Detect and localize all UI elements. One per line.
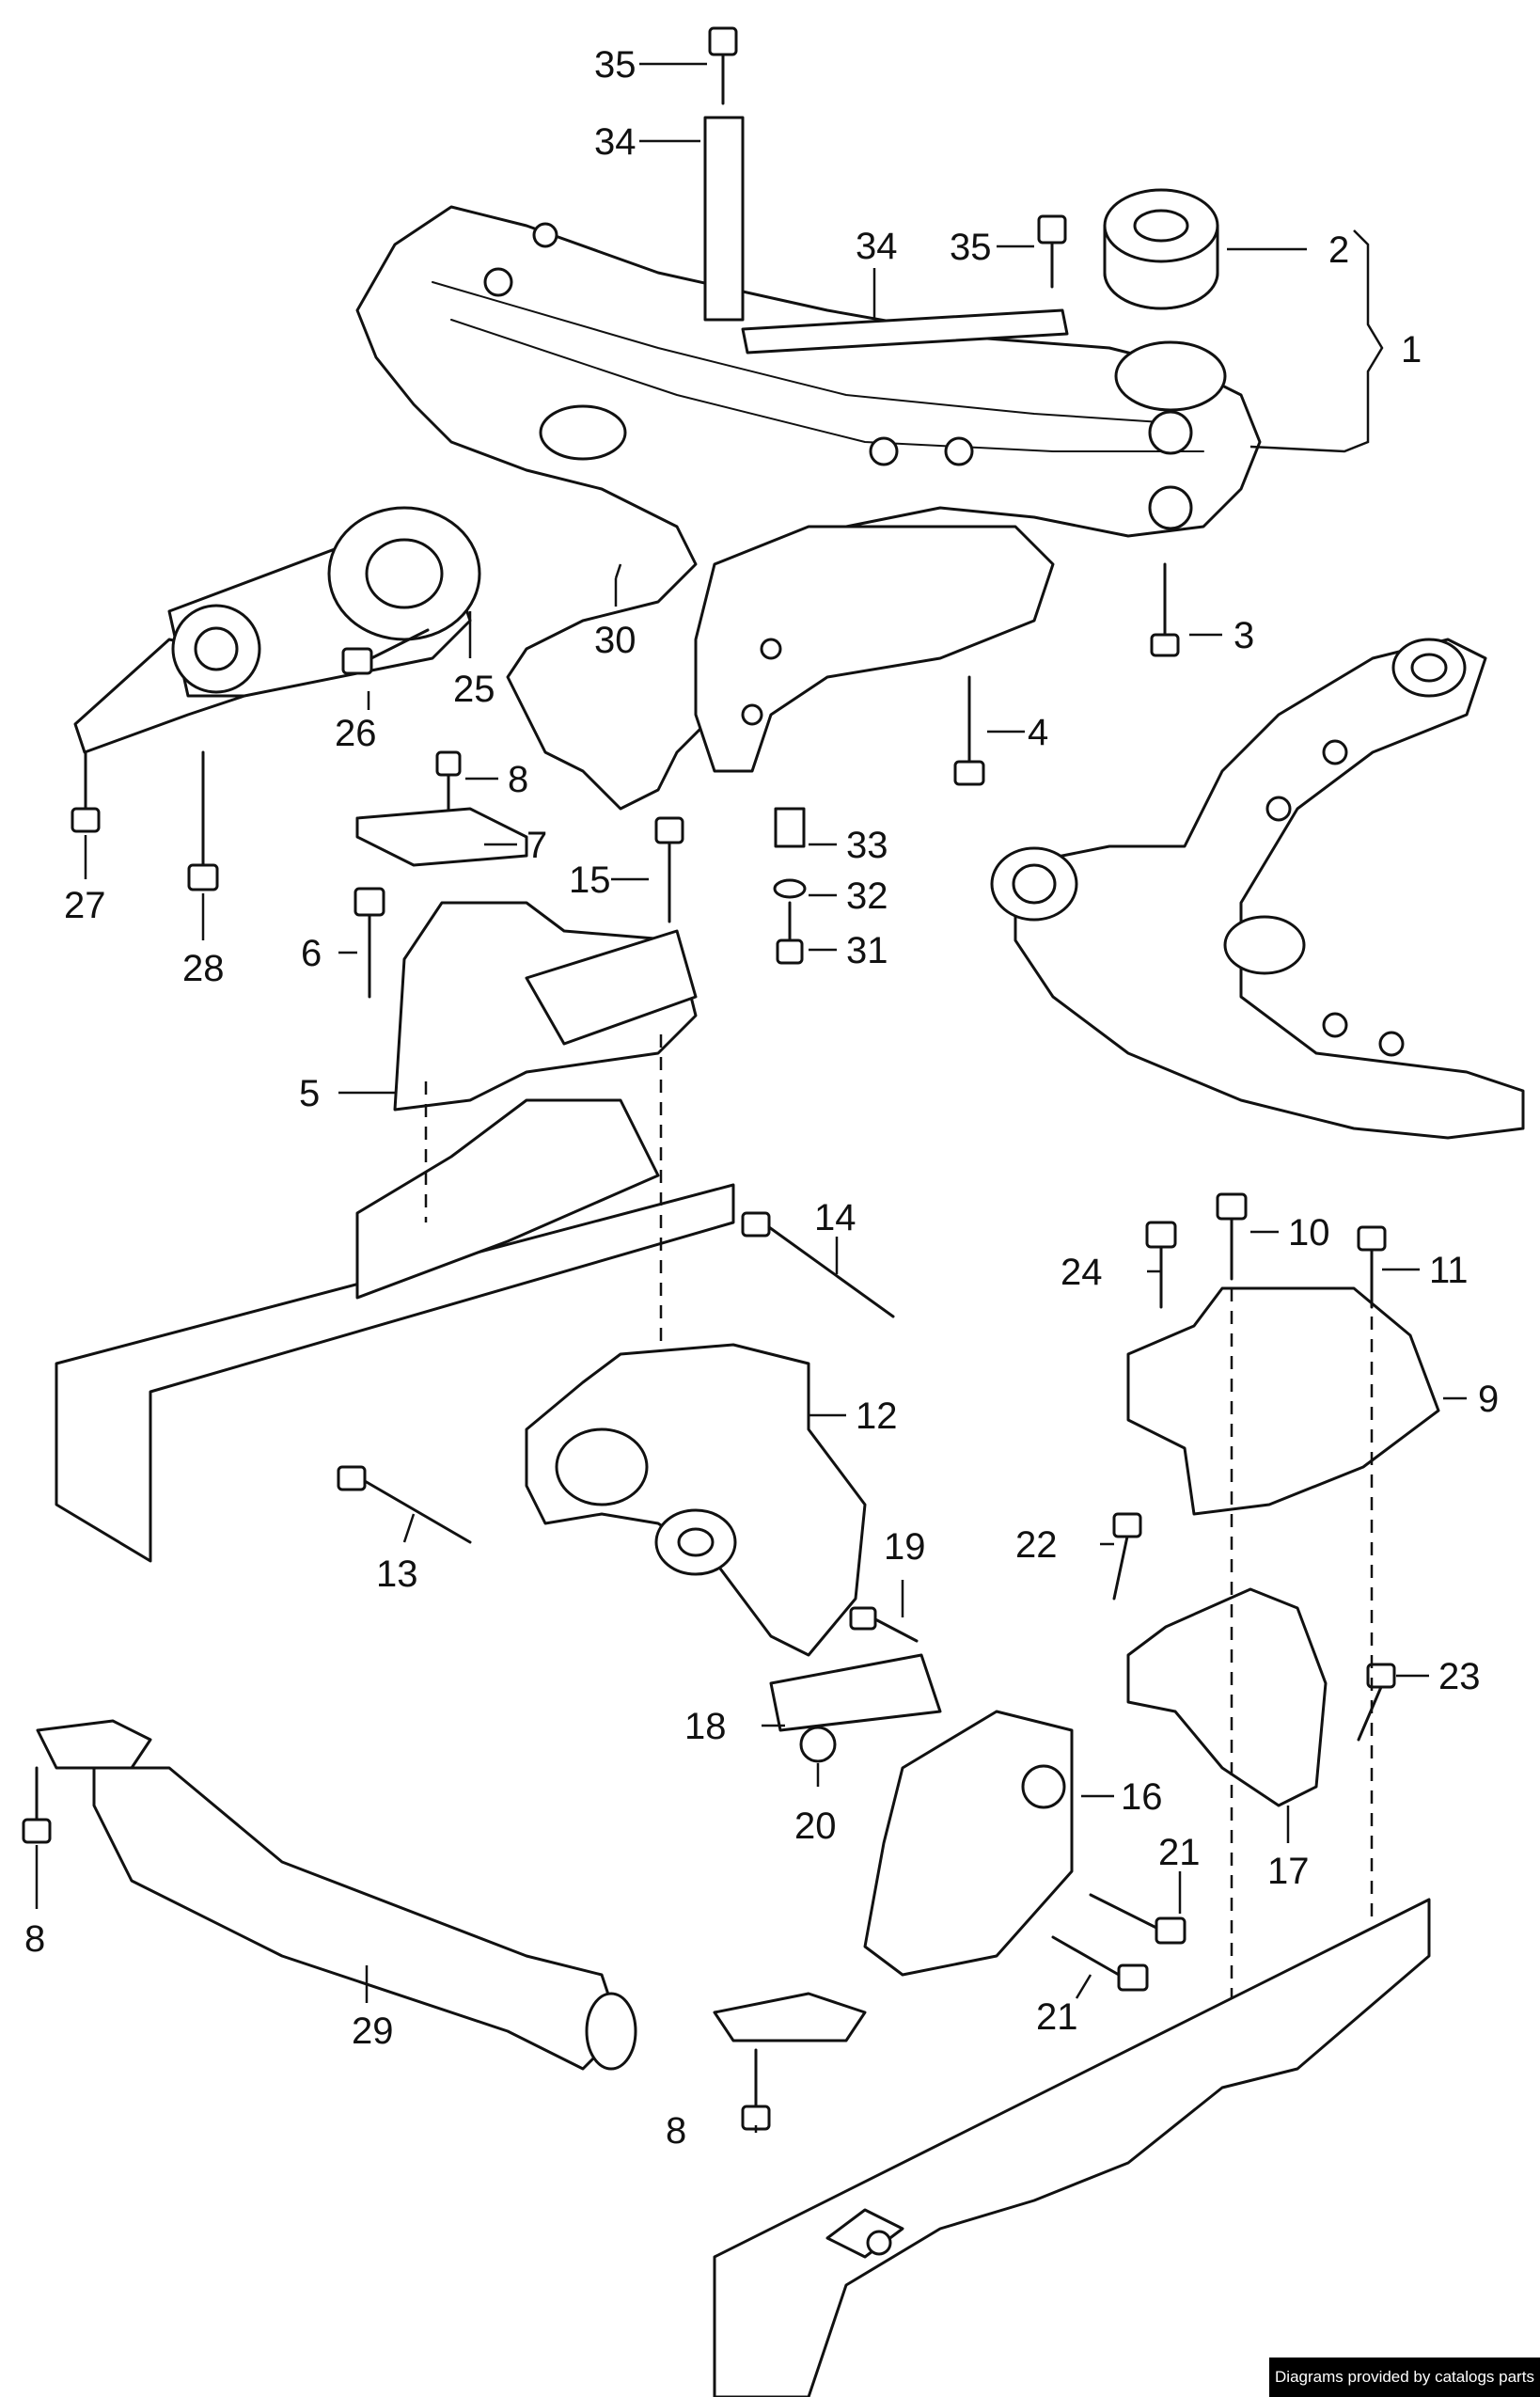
subframe-bushing-drawing (1103, 188, 1219, 310)
callout-3: 3 (1234, 615, 1254, 656)
callout-27: 27 (64, 885, 106, 926)
subframe-drawing (355, 205, 1262, 811)
callout-19: 19 (884, 1526, 926, 1568)
callout-21-upper: 21 (1158, 1832, 1201, 1873)
callout-22: 22 (1015, 1524, 1058, 1566)
callout-9: 9 (1478, 1379, 1499, 1420)
cross-member-drawing (22, 1719, 867, 2131)
callout-7: 7 (526, 825, 547, 866)
callout-labels: 35 34 34 35 2 1 3 4 30 25 26 27 28 8 7 1… (24, 44, 1499, 2152)
callout-20: 20 (794, 1806, 837, 1847)
callout-28: 28 (182, 948, 225, 989)
callout-14: 14 (814, 1197, 856, 1238)
callout-6: 6 (301, 933, 322, 974)
callout-5: 5 (299, 1073, 320, 1114)
callout-2: 2 (1328, 229, 1349, 271)
callout-21-lower: 21 (1036, 1996, 1078, 2038)
callout-31: 31 (846, 930, 888, 971)
callout-34-top: 34 (594, 121, 636, 163)
callout-8-lower: 8 (666, 2110, 686, 2152)
callout-12: 12 (856, 1396, 898, 1437)
callout-33: 33 (846, 825, 888, 866)
callout-35-bar: 35 (950, 227, 992, 268)
callout-26: 26 (335, 713, 377, 754)
callout-34-bar: 34 (856, 226, 898, 267)
callout-25: 25 (453, 669, 495, 710)
bracket-drawing (769, 1606, 1186, 1992)
callout-17: 17 (1267, 1851, 1310, 1892)
callout-18: 18 (684, 1706, 727, 1747)
gearbox-mount-drawing (337, 1034, 895, 1657)
right-member-drawing (713, 1898, 1431, 2397)
callout-13: 13 (376, 1553, 418, 1595)
callout-11: 11 (1429, 1250, 1469, 1291)
leader-lines (35, 62, 1467, 2133)
bolts-top-drawing (703, 26, 1180, 965)
callout-30: 30 (594, 620, 636, 661)
engine-mount-right-drawing (1112, 1192, 1440, 2022)
callout-24: 24 (1061, 1252, 1103, 1293)
gearbox-beam-drawing (55, 1081, 735, 1563)
callout-15: 15 (569, 859, 611, 901)
callout-32: 32 (846, 875, 888, 917)
engine-mount-left-drawing (354, 750, 698, 1112)
callout-8-left: 8 (24, 1918, 45, 1960)
callout-23: 23 (1438, 1656, 1481, 1697)
control-arm-drawing (990, 638, 1525, 1140)
callout-16: 16 (1121, 1776, 1163, 1818)
bolts-left-drawing (71, 628, 430, 891)
callout-1: 1 (1401, 329, 1422, 371)
callout-29: 29 (352, 2011, 394, 2052)
callout-8-upper: 8 (508, 759, 528, 800)
callout-35-top: 35 (594, 44, 636, 86)
footer-credit: Diagrams provided by catalogs parts (1269, 2358, 1540, 2397)
callout-4: 4 (1028, 712, 1048, 753)
callout-10: 10 (1288, 1212, 1330, 1254)
pendulum-support-drawing (73, 506, 481, 754)
